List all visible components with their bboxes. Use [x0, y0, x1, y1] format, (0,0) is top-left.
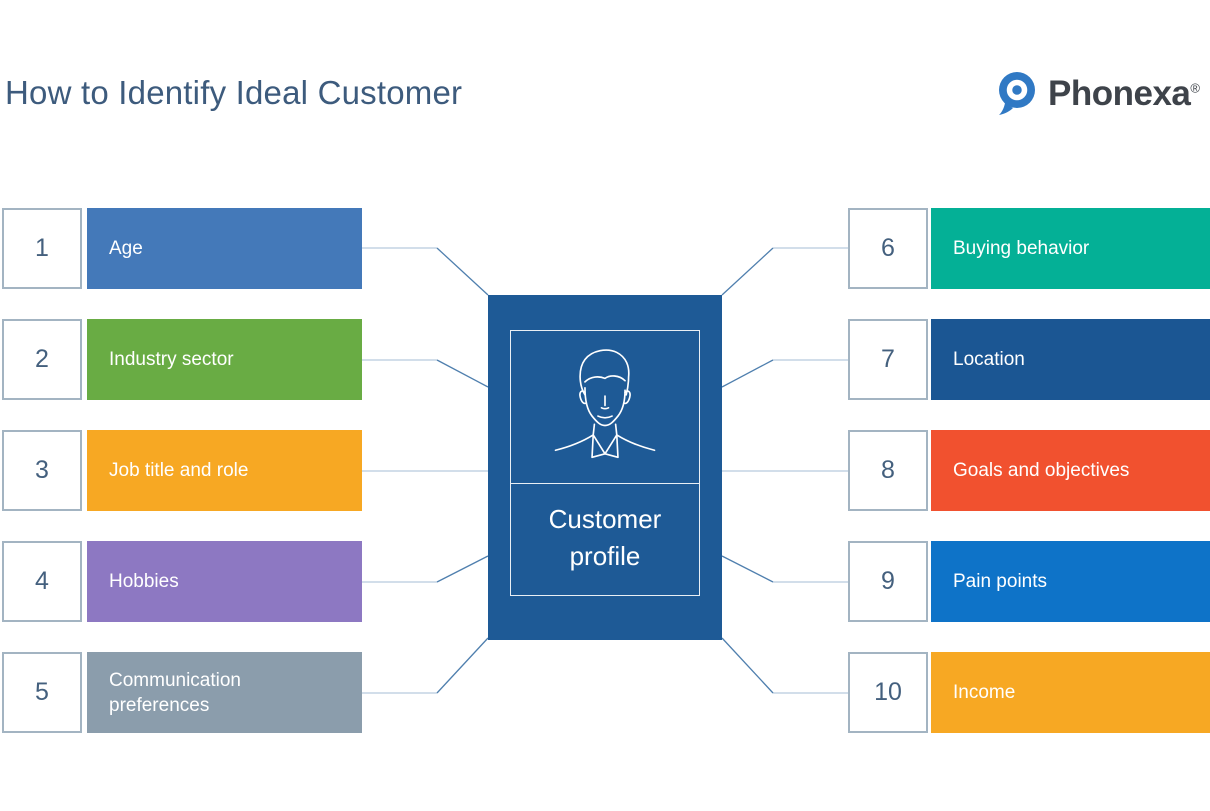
frame-divider — [511, 483, 699, 484]
item-number-box: 7 — [848, 319, 928, 400]
item-number: 4 — [35, 567, 49, 595]
item-label: Pain points — [953, 571, 1048, 592]
item-number-box: 8 — [848, 430, 928, 511]
item-number-box: 2 — [2, 319, 82, 400]
item-bar: Communication preferences — [87, 652, 362, 733]
item-number-box: 1 — [2, 208, 82, 289]
item-number: 5 — [35, 678, 49, 706]
item-number: 8 — [881, 456, 895, 484]
item-number-box: 10 — [848, 652, 928, 733]
item-bar: Age — [87, 208, 362, 289]
item-row-9: 9 Pain points — [848, 541, 1210, 622]
item-number-box: 4 — [2, 541, 82, 622]
item-row-7: 7 Location — [848, 319, 1210, 400]
item-label: Buying behavior — [953, 238, 1090, 259]
item-row-5: 5 Communication preferences — [2, 652, 362, 733]
item-row-2: 2 Industry sector — [2, 319, 362, 400]
customer-profile-label: Customer profile — [548, 504, 662, 571]
item-number-box: 9 — [848, 541, 928, 622]
item-label: Age — [109, 238, 143, 259]
item-row-4: 4 Hobbies — [2, 541, 362, 622]
person-icon — [554, 349, 656, 459]
item-number: 7 — [881, 345, 895, 373]
item-label: Hobbies — [109, 571, 179, 592]
page-title: How to Identify Ideal Customer — [5, 74, 463, 111]
phonexa-logo-icon — [999, 72, 1035, 115]
item-label: Goals and objectives — [953, 460, 1130, 481]
item-row-6: 6 Buying behavior — [848, 208, 1210, 289]
item-row-10: 10 Income — [848, 652, 1210, 733]
item-number: 1 — [35, 234, 49, 262]
phonexa-logo: Phonexa® — [995, 70, 1200, 117]
item-row-8: 8 Goals and objectives — [848, 430, 1210, 511]
item-bar: Hobbies — [87, 541, 362, 622]
item-number-box: 5 — [2, 652, 82, 733]
item-label: Communication preferences — [109, 669, 241, 716]
item-bar: Buying behavior — [931, 208, 1210, 289]
customer-profile-card: Customer profile — [488, 295, 722, 640]
item-bar: Job title and role — [87, 430, 362, 511]
brand-name: Phonexa® — [1048, 74, 1200, 113]
item-bar: Income — [931, 652, 1210, 733]
item-row-3: 3 Job title and role — [2, 430, 362, 511]
registered-mark: ® — [1190, 80, 1200, 96]
profile-frame: Customer profile — [510, 330, 700, 596]
item-number: 6 — [881, 234, 895, 262]
item-number: 10 — [874, 678, 902, 706]
item-number: 2 — [35, 345, 49, 373]
item-bar: Industry sector — [87, 319, 362, 400]
item-bar: Goals and objectives — [931, 430, 1210, 511]
item-number-box: 3 — [2, 430, 82, 511]
item-bar: Pain points — [931, 541, 1210, 622]
item-label: Income — [953, 682, 1016, 703]
item-label: Location — [953, 349, 1025, 370]
item-label: Job title and role — [109, 460, 249, 481]
item-number-box: 6 — [848, 208, 928, 289]
item-number: 3 — [35, 456, 49, 484]
item-bar: Location — [931, 319, 1210, 400]
item-label: Industry sector — [109, 349, 234, 370]
item-number: 9 — [881, 567, 895, 595]
item-row-1: 1 Age — [2, 208, 362, 289]
